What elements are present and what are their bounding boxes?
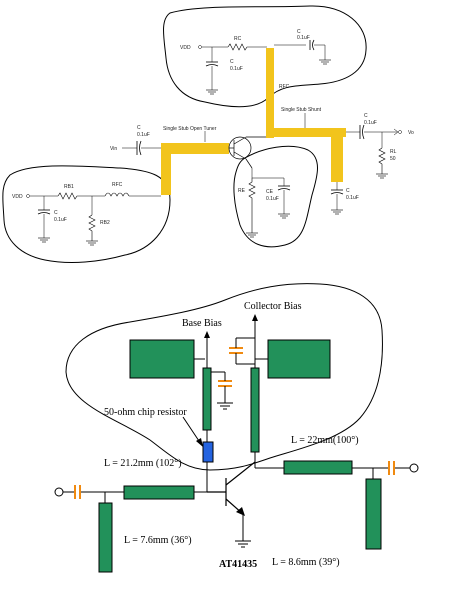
rfc-base-label: RFC <box>112 182 123 188</box>
cc-ground-symbol <box>206 89 218 95</box>
ce-capacitor <box>277 185 291 191</box>
bottom-layout: Base Bias Collector Bias 50-ohm <box>54 283 419 573</box>
emitter-ground-symbol <box>235 540 251 548</box>
top-transistor <box>228 136 266 169</box>
chip-resistor-label: 50-ohm chip resistor <box>104 407 187 418</box>
cshunt-label: C <box>346 188 350 194</box>
rfc-base-inductor <box>104 192 130 197</box>
stub-shunt-label: Single Stub Shunt <box>281 107 322 113</box>
vdd-base-label: VDD <box>12 194 23 200</box>
input-dc-block-capacitor <box>136 140 142 156</box>
input-dc-block <box>74 485 81 499</box>
shunt-stub <box>331 130 343 182</box>
base-bias-pad <box>129 339 195 379</box>
output-arrow <box>393 128 399 136</box>
rb2-resistor <box>88 214 96 241</box>
cb-in-value: 0.1uF <box>137 132 150 138</box>
collector-decoupling-capacitor <box>229 347 243 354</box>
output-dc-block-capacitor <box>359 124 365 140</box>
input-stub-length-label: L = 7.6mm (36°) <box>124 535 192 546</box>
part-number: AT41435 <box>219 559 257 570</box>
base-decoupling-capacitor <box>218 380 232 387</box>
cb-in-label: C <box>137 125 141 131</box>
cshunt-value: 0.1uF <box>346 195 359 201</box>
rb1-resistor <box>57 192 105 200</box>
rc-label: RC <box>234 36 242 42</box>
vdd-collector-label: VDD <box>180 45 191 51</box>
cb-gnd-label: C <box>54 210 58 216</box>
input-stub <box>98 502 113 573</box>
re-resistor <box>248 178 256 233</box>
rb2-label: RB2 <box>100 220 110 226</box>
output-stub <box>365 478 382 550</box>
cout-label: C <box>364 113 368 119</box>
cb-gnd-capacitor <box>37 209 51 215</box>
rl-resistor <box>378 147 386 174</box>
collector-bias-outline <box>163 5 367 108</box>
input-line <box>161 143 229 154</box>
input-stub <box>161 143 171 195</box>
chip-resistor-pointer-head <box>196 438 203 447</box>
ce-ground-symbol <box>278 213 290 219</box>
emitter-arrowhead <box>236 507 245 516</box>
vin-label: Vin <box>110 146 117 152</box>
re-ground-symbol <box>246 232 258 238</box>
output-port <box>409 463 419 473</box>
ctop-ground-symbol <box>319 59 331 65</box>
output-terminal <box>398 130 402 134</box>
rl-ground-symbol <box>376 173 388 179</box>
collector-bias-line <box>250 367 260 453</box>
bias-network-outline <box>65 283 383 471</box>
rfc-collector-label: RFC <box>279 84 290 90</box>
rc-resistor <box>227 43 267 51</box>
base-bias-label: Base Bias <box>182 318 222 329</box>
input-line <box>123 485 195 500</box>
base-cap-ground-symbol <box>217 402 233 410</box>
base-line-length-label: L = 21.2mm (102°) <box>104 458 182 469</box>
input-port <box>54 487 64 497</box>
collector-bias-arrowhead <box>252 314 258 321</box>
output-line <box>283 460 353 475</box>
cb-gnd-ground-symbol <box>38 237 50 243</box>
cout-value: 0.1uF <box>364 120 377 126</box>
output-dc-block <box>388 461 395 475</box>
vout-label: Vo <box>408 130 414 136</box>
emitter-bias-outline <box>233 145 318 248</box>
collector-feed-line <box>266 48 274 138</box>
collector-bias-pad <box>267 339 331 379</box>
rb2-ground-symbol <box>86 240 98 246</box>
ce-value: 0.1uF <box>266 196 279 202</box>
cb-gnd-value: 0.1uF <box>54 217 67 223</box>
ctop-value: 0.1uF <box>297 35 310 41</box>
top-microstrip-lines <box>161 48 346 195</box>
rl-label: RL <box>390 149 397 155</box>
re-label: RE <box>238 188 246 194</box>
ce-label: CE <box>266 189 274 195</box>
cc-value: 0.1uF <box>230 66 243 72</box>
base-bias-outline <box>2 165 171 263</box>
rl-value: 50 <box>390 156 396 162</box>
cshunt-capacitor <box>330 189 344 195</box>
rb1-label: RB1 <box>64 184 74 190</box>
ctop-capacitor <box>309 39 315 51</box>
output-line <box>266 128 346 137</box>
cshunt-ground-symbol <box>331 209 343 215</box>
stub-open-label: Single Stub Open Tuner <box>163 126 217 132</box>
vdd-collector-terminal <box>198 45 202 49</box>
chip-resistor <box>202 441 214 463</box>
collector-bias-label: Collector Bias <box>244 301 302 312</box>
vdd-base-terminal <box>26 194 30 198</box>
top-schematic: Single Stub Open Tuner Single Stub Shunt… <box>2 5 414 263</box>
base-bias-line <box>202 367 212 431</box>
ctop-label: C <box>297 29 301 35</box>
output-stub-length-label: L = 8.6mm (39°) <box>272 557 340 568</box>
cc-capacitor <box>205 61 219 67</box>
collector-line-length-label: L = 22mm(100°) <box>291 435 359 446</box>
base-bias-arrowhead <box>204 331 210 338</box>
cc-label: C <box>230 59 234 65</box>
chip-resistor-pointer <box>182 416 202 445</box>
